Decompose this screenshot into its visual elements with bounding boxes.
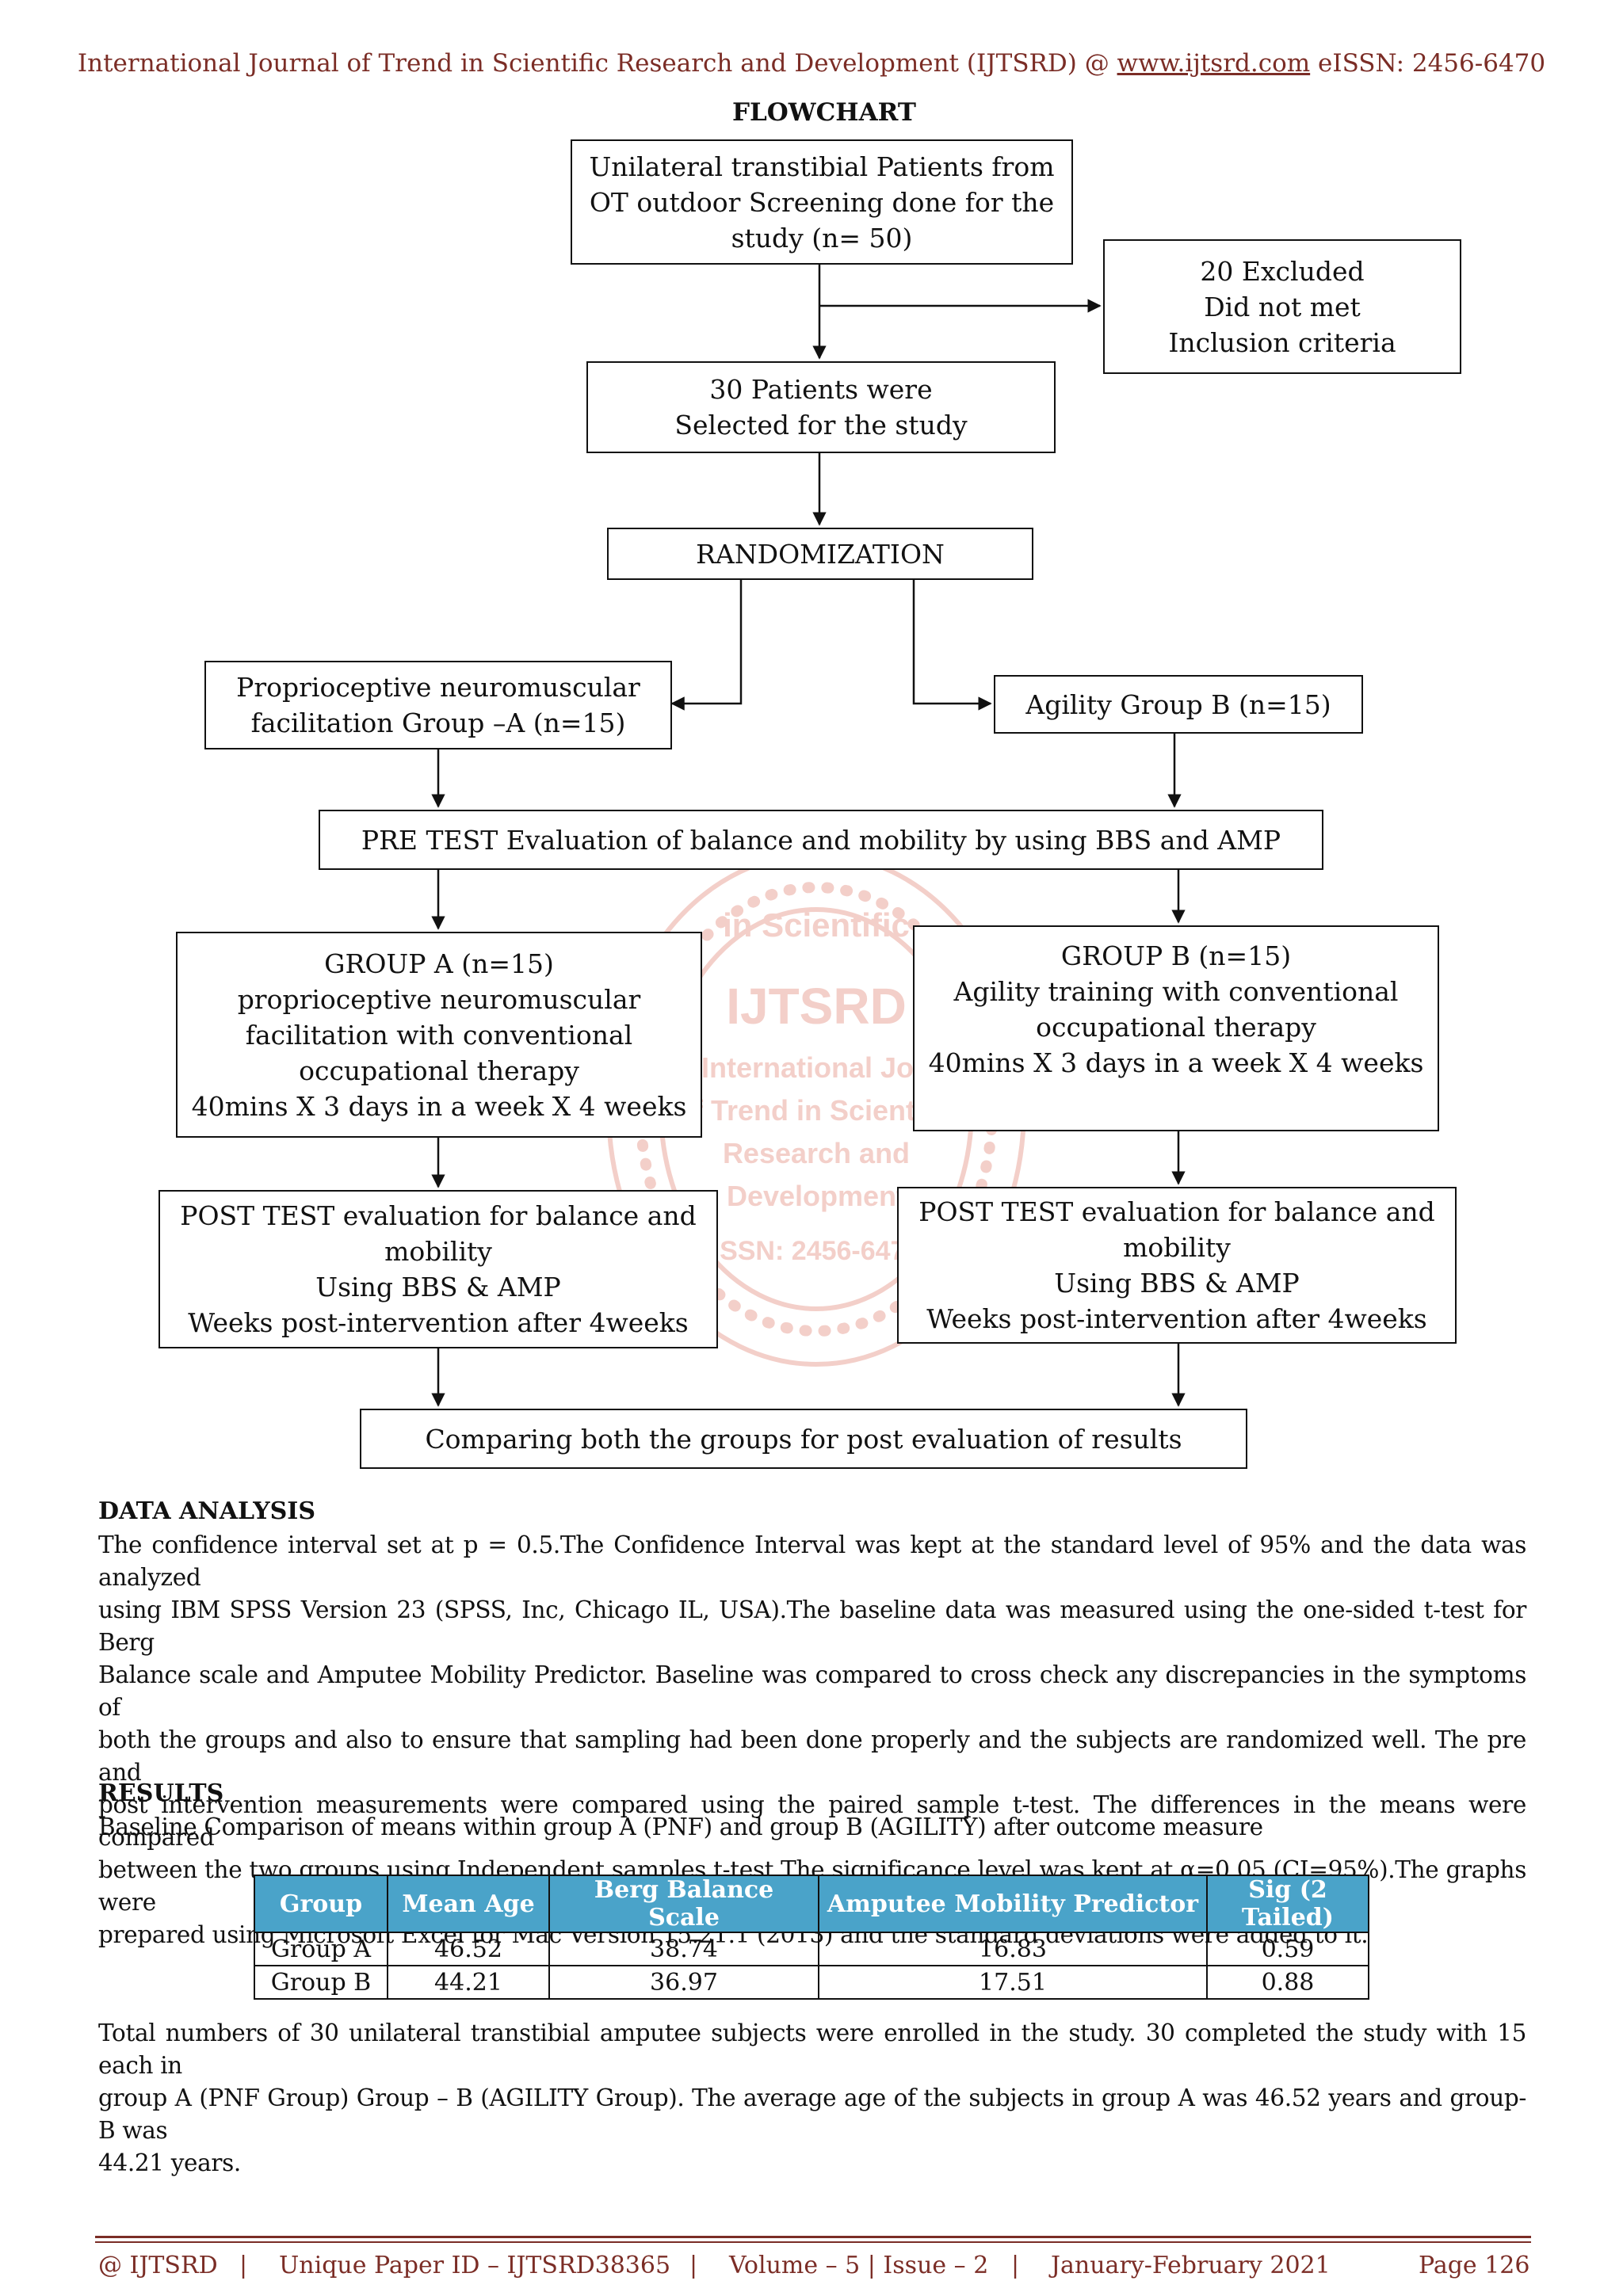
table-row: Group A 46.52 38.74 16.83 0.59 bbox=[254, 1932, 1369, 1966]
box-selected: 30 Patients were Selected for the study bbox=[586, 361, 1056, 453]
box-excluded: 20 Excluded Did not met Inclusion criter… bbox=[1103, 239, 1461, 374]
box-posttest-a: POST TEST evaluation for balance and mob… bbox=[158, 1190, 718, 1348]
results-summary-line-3: 44.21 years. bbox=[98, 2149, 241, 2176]
footer-separator: | bbox=[689, 2252, 698, 2279]
running-header: International Journal of Trend in Scient… bbox=[0, 49, 1623, 78]
box-screening-line-2: OT outdoor Screening done for the bbox=[589, 186, 1055, 218]
box-treatment-a-line-2: proprioceptive neuromuscular bbox=[237, 983, 641, 1015]
footer-separator: | bbox=[239, 2252, 248, 2279]
journal-name: International Journal of Trend in Scient… bbox=[77, 49, 1117, 78]
box-treatment-b: GROUP B (n=15) Agility training with con… bbox=[913, 925, 1439, 1131]
table-cell: 36.97 bbox=[548, 1965, 819, 2000]
box-group-b: Agility Group B (n=15) bbox=[994, 675, 1363, 734]
table-row: Group B 44.21 36.97 17.51 0.88 bbox=[254, 1965, 1369, 2000]
box-selected-line-1: 30 Patients were bbox=[709, 374, 933, 405]
box-posttest-b: POST TEST evaluation for balance and mob… bbox=[897, 1187, 1457, 1344]
watermark-line-4: Development bbox=[727, 1180, 906, 1212]
data-analysis-line-5: post intervention measurements were comp… bbox=[98, 1791, 1526, 1851]
box-pretest-label: PRE TEST Evaluation of balance and mobil… bbox=[361, 824, 1281, 856]
box-posttest-b-line-1: POST TEST evaluation for balance and bbox=[918, 1196, 1435, 1227]
box-posttest-b-line-2: mobility bbox=[1123, 1232, 1231, 1263]
table-cell: 0.88 bbox=[1206, 1965, 1369, 2000]
footer-separator: | bbox=[1011, 2252, 1020, 2279]
data-analysis-line-4: both the groups and also to ensure that … bbox=[98, 1726, 1526, 1786]
table-header-cell: Amputee Mobility Predictor bbox=[818, 1875, 1208, 1933]
box-compare: Comparing both the groups for post evalu… bbox=[360, 1409, 1247, 1469]
box-excluded-line-2: Did not met bbox=[1204, 291, 1361, 322]
footer-rule bbox=[95, 2236, 1531, 2238]
box-treatment-a-line-5: 40mins X 3 days in a week X 4 weeks bbox=[191, 1090, 687, 1122]
box-excluded-line-3: Inclusion criteria bbox=[1168, 326, 1396, 358]
box-group-a-line-1: Proprioceptive neuromuscular bbox=[236, 672, 640, 703]
journal-url-link[interactable]: www.ijtsrd.com bbox=[1117, 49, 1311, 78]
table-header-cell: Berg Balance Scale bbox=[548, 1875, 819, 1933]
table-header-cell: Group bbox=[254, 1875, 388, 1933]
box-randomization-label: RANDOMIZATION bbox=[696, 538, 945, 570]
table-header-row: Group Mean Age Berg Balance Scale Ampute… bbox=[254, 1875, 1369, 1933]
table-cell: 44.21 bbox=[387, 1965, 550, 2000]
box-posttest-a-line-4: Weeks post-intervention after 4weeks bbox=[188, 1307, 689, 1338]
arrow-randomization-to-group-a bbox=[670, 578, 743, 711]
footer-volume-issue: Volume – 5 | Issue – 2 bbox=[729, 2252, 989, 2279]
results-intro: Baseline Comparison of means within grou… bbox=[98, 1814, 1263, 1840]
box-posttest-a-line-3: Using BBS & AMP bbox=[315, 1272, 561, 1302]
table-header-cell: Sig (2 Tailed) bbox=[1206, 1875, 1369, 1933]
data-analysis-line-2: using IBM SPSS Version 23 (SPSS, Inc, Ch… bbox=[98, 1596, 1526, 1656]
box-screening-line-1: Unilateral transtibial Patients from bbox=[589, 151, 1055, 182]
table-cell: Group A bbox=[254, 1932, 388, 1966]
data-analysis-line-3: Balance scale and Amputee Mobility Predi… bbox=[98, 1661, 1526, 1721]
box-selected-line-2: Selected for the study bbox=[674, 410, 968, 441]
box-screening: Unilateral transtibial Patients from OT … bbox=[571, 139, 1073, 265]
box-treatment-a-line-1: GROUP A (n=15) bbox=[324, 948, 554, 979]
results-summary-line-1: Total numbers of 30 unilateral transtibi… bbox=[98, 2019, 1526, 2079]
box-group-a: Proprioceptive neuromuscular facilitatio… bbox=[204, 661, 672, 749]
table-cell: Group B bbox=[254, 1965, 388, 2000]
box-treatment-b-line-4: 40mins X 3 days in a week X 4 weeks bbox=[928, 1047, 1424, 1078]
footer-paper-id: Unique Paper ID – IJTSRD38365 bbox=[279, 2252, 671, 2279]
table-cell: 17.51 bbox=[818, 1965, 1208, 2000]
watermark-issn: ISSN: 2456-6470 bbox=[712, 1236, 921, 1266]
baseline-comparison-table: Group Mean Age Berg Balance Scale Ampute… bbox=[254, 1875, 1369, 2000]
watermark-line-2: of Trend in Scientific bbox=[676, 1094, 957, 1127]
data-analysis-heading: DATA ANALYSIS bbox=[98, 1497, 315, 1525]
flowchart-connectors bbox=[431, 265, 1186, 1407]
results-summary-line-2: group A (PNF Group) Group – B (AGILITY G… bbox=[98, 2084, 1526, 2144]
table-cell: 46.52 bbox=[387, 1932, 550, 1966]
arrow-randomization-to-group-b bbox=[912, 578, 992, 711]
box-treatment-b-line-1: GROUP B (n=15) bbox=[1060, 940, 1292, 971]
box-treatment-b-line-3: occupational therapy bbox=[1036, 1012, 1316, 1043]
box-posttest-b-line-4: Weeks post-intervention after 4weeks bbox=[926, 1303, 1427, 1334]
footer-rule bbox=[95, 2241, 1531, 2243]
box-pretest: PRE TEST Evaluation of balance and mobil… bbox=[319, 810, 1323, 870]
table-header-cell: Mean Age bbox=[387, 1875, 550, 1933]
results-heading: RESULTS bbox=[98, 1779, 224, 1807]
box-posttest-b-line-3: Using BBS & AMP bbox=[1054, 1268, 1300, 1299]
watermark-line-1: International Jou bbox=[701, 1051, 931, 1084]
journal-issn: eISSN: 2456-6470 bbox=[1310, 49, 1546, 78]
box-compare-label: Comparing both the groups for post evalu… bbox=[425, 1423, 1182, 1455]
table-cell: 0.59 bbox=[1206, 1932, 1369, 1966]
footer-date: January-February 2021 bbox=[1051, 2252, 1331, 2279]
results-summary-paragraph: Total numbers of 30 unilateral transtibi… bbox=[98, 2017, 1526, 2180]
footer-page-number: Page 126 bbox=[1419, 2252, 1530, 2279]
box-posttest-a-line-2: mobility bbox=[384, 1236, 492, 1267]
box-group-b-label: Agility Group B (n=15) bbox=[1025, 688, 1331, 720]
flowchart-title: FLOWCHART bbox=[732, 98, 916, 127]
box-treatment-a-line-4: occupational therapy bbox=[299, 1055, 579, 1086]
watermark-line-3: Research and bbox=[723, 1137, 910, 1169]
box-randomization: RANDOMIZATION bbox=[607, 528, 1033, 580]
footer-journal-mark: @ IJTSRD bbox=[98, 2252, 218, 2279]
data-analysis-line-1: The confidence interval set at p = 0.5.T… bbox=[98, 1531, 1526, 1591]
box-screening-line-3: study (n= 50) bbox=[731, 222, 913, 254]
box-posttest-a-line-1: POST TEST evaluation for balance and bbox=[180, 1200, 697, 1231]
box-treatment-a-line-3: facilitation with conventional bbox=[245, 1019, 633, 1051]
box-group-a-line-2: facilitation Group –A (n=15) bbox=[250, 707, 626, 738]
watermark-logo: IJTSRD bbox=[726, 978, 907, 1035]
watermark-top-text: in Scientific bbox=[723, 906, 910, 944]
box-treatment-b-line-2: Agility training with conventional bbox=[953, 976, 1399, 1007]
table-cell: 38.74 bbox=[548, 1932, 819, 1966]
table-cell: 16.83 bbox=[818, 1932, 1208, 1966]
box-excluded-line-1: 20 Excluded bbox=[1200, 255, 1365, 287]
box-treatment-a: GROUP A (n=15) proprioceptive neuromuscu… bbox=[176, 932, 702, 1138]
